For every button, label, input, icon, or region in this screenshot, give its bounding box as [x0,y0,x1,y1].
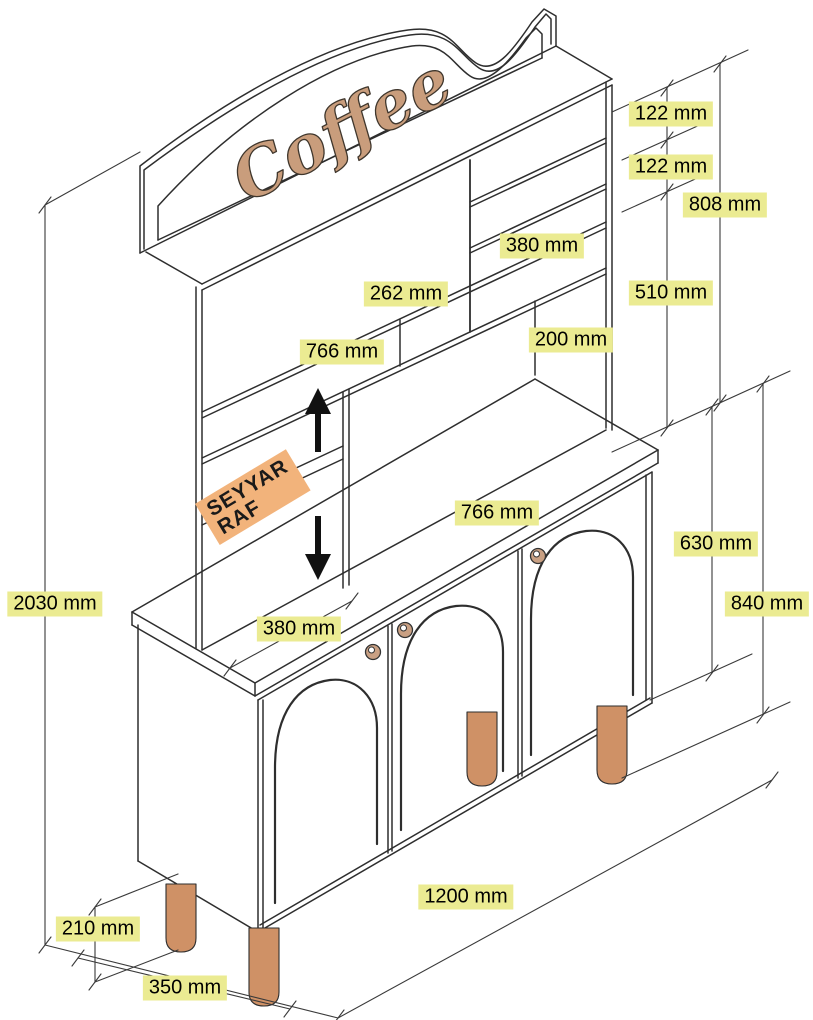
hutch-top-surface [145,45,613,291]
dimension-lines [38,49,791,1020]
dim-label-niche-height: 200 mm [528,327,614,353]
dim-label-total-width: 1200 mm [418,884,514,910]
leg-front-right [596,705,628,785]
down-arrow-icon [305,516,331,580]
door-knob [396,621,414,639]
dim-label-upper-shelf-width: 766 mm [299,339,385,365]
door-arch-right [529,529,635,757]
leg-front-left [248,927,280,1007]
door-knob [364,643,382,661]
dim-label-counter-width: 766 mm [454,500,540,526]
dim-label-cubby-height-2: 122 mm [628,154,714,180]
dim-label-counter-depth: 380 mm [256,616,342,642]
counter-top [131,378,659,697]
base-cabinet [137,471,653,933]
shelf-adjust-arrows [305,388,331,580]
dim-label-total-height: 2030 mm [7,591,103,617]
legs [165,705,628,1007]
dim-label-cubby-height-1: 122 mm [628,101,714,127]
door-arch-left [273,678,379,905]
door-knob [529,547,547,565]
dim-label-cubby-width-right: 380 mm [499,233,585,259]
door-arch-middle [399,604,505,832]
dim-label-total-depth: 350 mm [142,975,228,1001]
leg-back-left [165,883,197,953]
dim-label-base-total-height: 840 mm [724,591,810,617]
leg-back-right [466,711,498,787]
door-knobs [364,547,547,661]
pediment [139,8,557,254]
up-arrow-icon [305,388,331,452]
dim-label-open-section-height: 510 mm [628,280,714,306]
dim-label-hutch-height: 808 mm [682,192,768,218]
dim-label-cubby-width-left: 262 mm [363,281,449,307]
dim-label-base-cabinet-height: 630 mm [673,531,759,557]
dim-label-leg-height: 210 mm [55,916,141,942]
